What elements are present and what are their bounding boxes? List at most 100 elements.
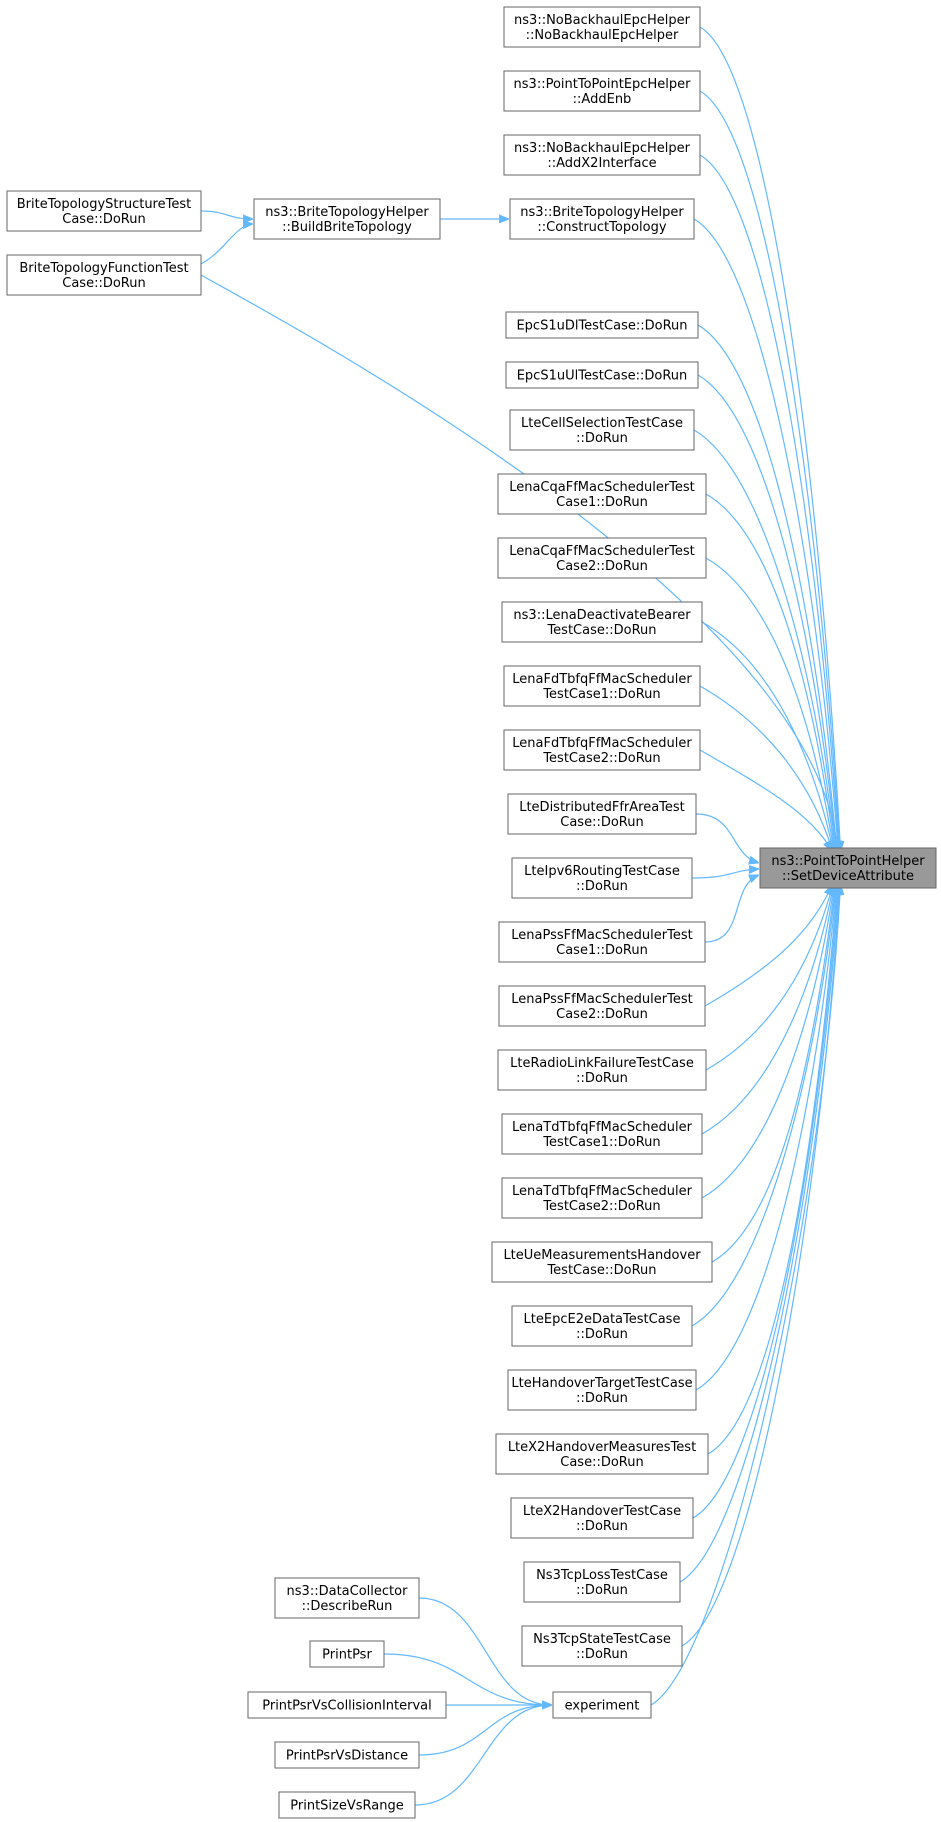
node-ltehandovertargettestcase-dorun[interactable]: LteHandoverTargetTestCase::DoRun bbox=[507, 1369, 697, 1411]
node-ns3-nobackhaulepchelper-addx2interface[interactable]: ns3::NoBackhaulEpcHelper::AddX2Interface bbox=[503, 134, 701, 176]
edge-n35-to-n30 bbox=[414, 1705, 551, 1806]
node-label-line: ::NoBackhaulEpcHelper bbox=[526, 28, 679, 43]
node-printpsrvsdistance[interactable]: PrintPsrVsDistance bbox=[274, 1741, 420, 1769]
node-box bbox=[511, 1305, 693, 1347]
node-ns3-nobackhaulepchelper-nobackhaulepchelper[interactable]: ns3::NoBackhaulEpcHelper::NoBackhaulEpcH… bbox=[503, 6, 701, 48]
edge-n1-to-target bbox=[699, 26, 841, 850]
node-box bbox=[501, 1177, 703, 1219]
node-box bbox=[503, 6, 701, 48]
node-experiment[interactable]: experiment bbox=[552, 1691, 652, 1719]
node-ns3tcpstatetestcase-dorun[interactable]: Ns3TcpStateTestCase::DoRun bbox=[521, 1625, 683, 1667]
node-box bbox=[253, 198, 441, 240]
node-box bbox=[505, 361, 699, 389]
edge-n18-to-target bbox=[704, 875, 758, 943]
node-box bbox=[503, 70, 701, 112]
node-label-line: experiment bbox=[565, 1699, 640, 1714]
node-label-line: ::DoRun bbox=[576, 1391, 628, 1406]
node-label-line: TestCase2::DoRun bbox=[542, 751, 660, 766]
node-label-line: TestCase::DoRun bbox=[546, 623, 656, 638]
edge-n6-to-n5 bbox=[200, 210, 252, 219]
node-box bbox=[503, 134, 701, 176]
edge-n13-to-target bbox=[701, 621, 833, 850]
node-label-line: LteUeMeasurementsHandover bbox=[503, 1248, 701, 1263]
node-box bbox=[497, 1049, 707, 1091]
node-printsizevsrange[interactable]: PrintSizeVsRange bbox=[278, 1791, 416, 1819]
node-label-line: ns3::DataCollector bbox=[287, 1584, 409, 1599]
node-box bbox=[509, 198, 695, 240]
node-box bbox=[507, 793, 697, 835]
edge-n21-to-target bbox=[701, 886, 833, 1135]
target-node[interactable]: ns3::PointToPointHelper::SetDeviceAttrib… bbox=[759, 847, 937, 889]
edge-n25-to-target bbox=[695, 886, 837, 1391]
node-box bbox=[497, 537, 707, 579]
node-label-line: Case2::DoRun bbox=[556, 559, 648, 574]
node-label-line: EpcS1uUlTestCase::DoRun bbox=[517, 369, 688, 384]
node-ltex2handovertestcase-dorun[interactable]: LteX2HandoverTestCase::DoRun bbox=[510, 1497, 694, 1539]
node-box bbox=[274, 1741, 420, 1769]
node-label-line: Case::DoRun bbox=[560, 1455, 643, 1470]
node-label-line: Case2::DoRun bbox=[556, 1007, 648, 1022]
node-label-line: PrintPsrVsDistance bbox=[286, 1749, 408, 1764]
node-epcs1uultestcase-dorun[interactable]: EpcS1uUlTestCase::DoRun bbox=[505, 361, 699, 389]
node-label-line: ns3::NoBackhaulEpcHelper bbox=[514, 13, 691, 28]
node-box bbox=[509, 409, 695, 451]
node-label-line: TestCase::DoRun bbox=[546, 1263, 656, 1278]
edge-n22-to-target bbox=[701, 886, 834, 1199]
node-ns3tcplosstestcase-dorun[interactable]: Ns3TcpLossTestCase::DoRun bbox=[523, 1561, 681, 1603]
node-box bbox=[501, 601, 703, 643]
edge-n34-to-n30 bbox=[418, 1705, 551, 1756]
edge-n27-to-target bbox=[692, 886, 838, 1519]
edge-n31-to-n30 bbox=[418, 1597, 551, 1705]
node-printpsrvscollisioninterval[interactable]: PrintPsrVsCollisionInterval bbox=[247, 1691, 447, 1719]
node-ns3-pointtopointepchelper-addenb[interactable]: ns3::PointToPointEpcHelper::AddEnb bbox=[503, 70, 701, 112]
edge-n15-to-target bbox=[699, 749, 831, 850]
node-ltecellselectiontestcase-dorun[interactable]: LteCellSelectionTestCase::DoRun bbox=[509, 409, 695, 451]
node-label-line: LteCellSelectionTestCase bbox=[521, 416, 683, 431]
node-label-line: TestCase1::DoRun bbox=[542, 687, 660, 702]
node-ns3-britetopologyhelper-buildbritetopology[interactable]: ns3::BriteTopologyHelper::BuildBriteTopo… bbox=[253, 198, 441, 240]
node-label-line: ::ConstructTopology bbox=[537, 220, 666, 235]
node-lteepce2edatatestcase-dorun[interactable]: LteEpcE2eDataTestCase::DoRun bbox=[511, 1305, 693, 1347]
node-epcs1udltestcase-dorun[interactable]: EpcS1uDlTestCase::DoRun bbox=[505, 311, 699, 339]
node-ns3-britetopologyhelper-constructtopology[interactable]: ns3::BriteTopologyHelper::ConstructTopol… bbox=[509, 198, 695, 240]
node-label-line: ::DoRun bbox=[576, 1071, 628, 1086]
node-label-line: ::DoRun bbox=[576, 879, 628, 894]
edge-n10-to-target bbox=[693, 429, 835, 850]
node-label-line: ns3::LenaDeactivateBearer bbox=[513, 608, 691, 623]
edge-n3-to-target bbox=[699, 154, 839, 850]
node-box bbox=[510, 1497, 694, 1539]
node-label-line: Case1::DoRun bbox=[556, 943, 648, 958]
node-ns3-datacollector-describerun[interactable]: ns3::DataCollector::DescribeRun bbox=[274, 1577, 420, 1619]
node-box bbox=[309, 1640, 385, 1668]
node-label-line: LteRadioLinkFailureTestCase bbox=[510, 1056, 694, 1071]
edge-n23-to-target bbox=[711, 886, 835, 1263]
node-label-line: BriteTopologyFunctionTest bbox=[19, 261, 188, 276]
node-label-line: ::DoRun bbox=[576, 1519, 628, 1534]
node-lteradiolinkfailuretestcase-dorun[interactable]: LteRadioLinkFailureTestCase::DoRun bbox=[497, 1049, 707, 1091]
edge-n19-to-target bbox=[704, 886, 832, 1007]
node-label-line: Case::DoRun bbox=[62, 276, 145, 291]
edge-n9-to-target bbox=[697, 374, 836, 850]
node-lteipv6routingtestcase-dorun[interactable]: LteIpv6RoutingTestCase::DoRun bbox=[511, 857, 693, 899]
edge-n30-to-target bbox=[650, 886, 840, 1706]
node-box bbox=[523, 1561, 681, 1603]
node-label-line: ::DoRun bbox=[576, 431, 628, 446]
node-box bbox=[491, 1241, 713, 1283]
edge-n17-to-target bbox=[691, 869, 758, 879]
node-label-line: LteX2HandoverTestCase bbox=[523, 1504, 681, 1519]
node-printpsr[interactable]: PrintPsr bbox=[309, 1640, 385, 1668]
